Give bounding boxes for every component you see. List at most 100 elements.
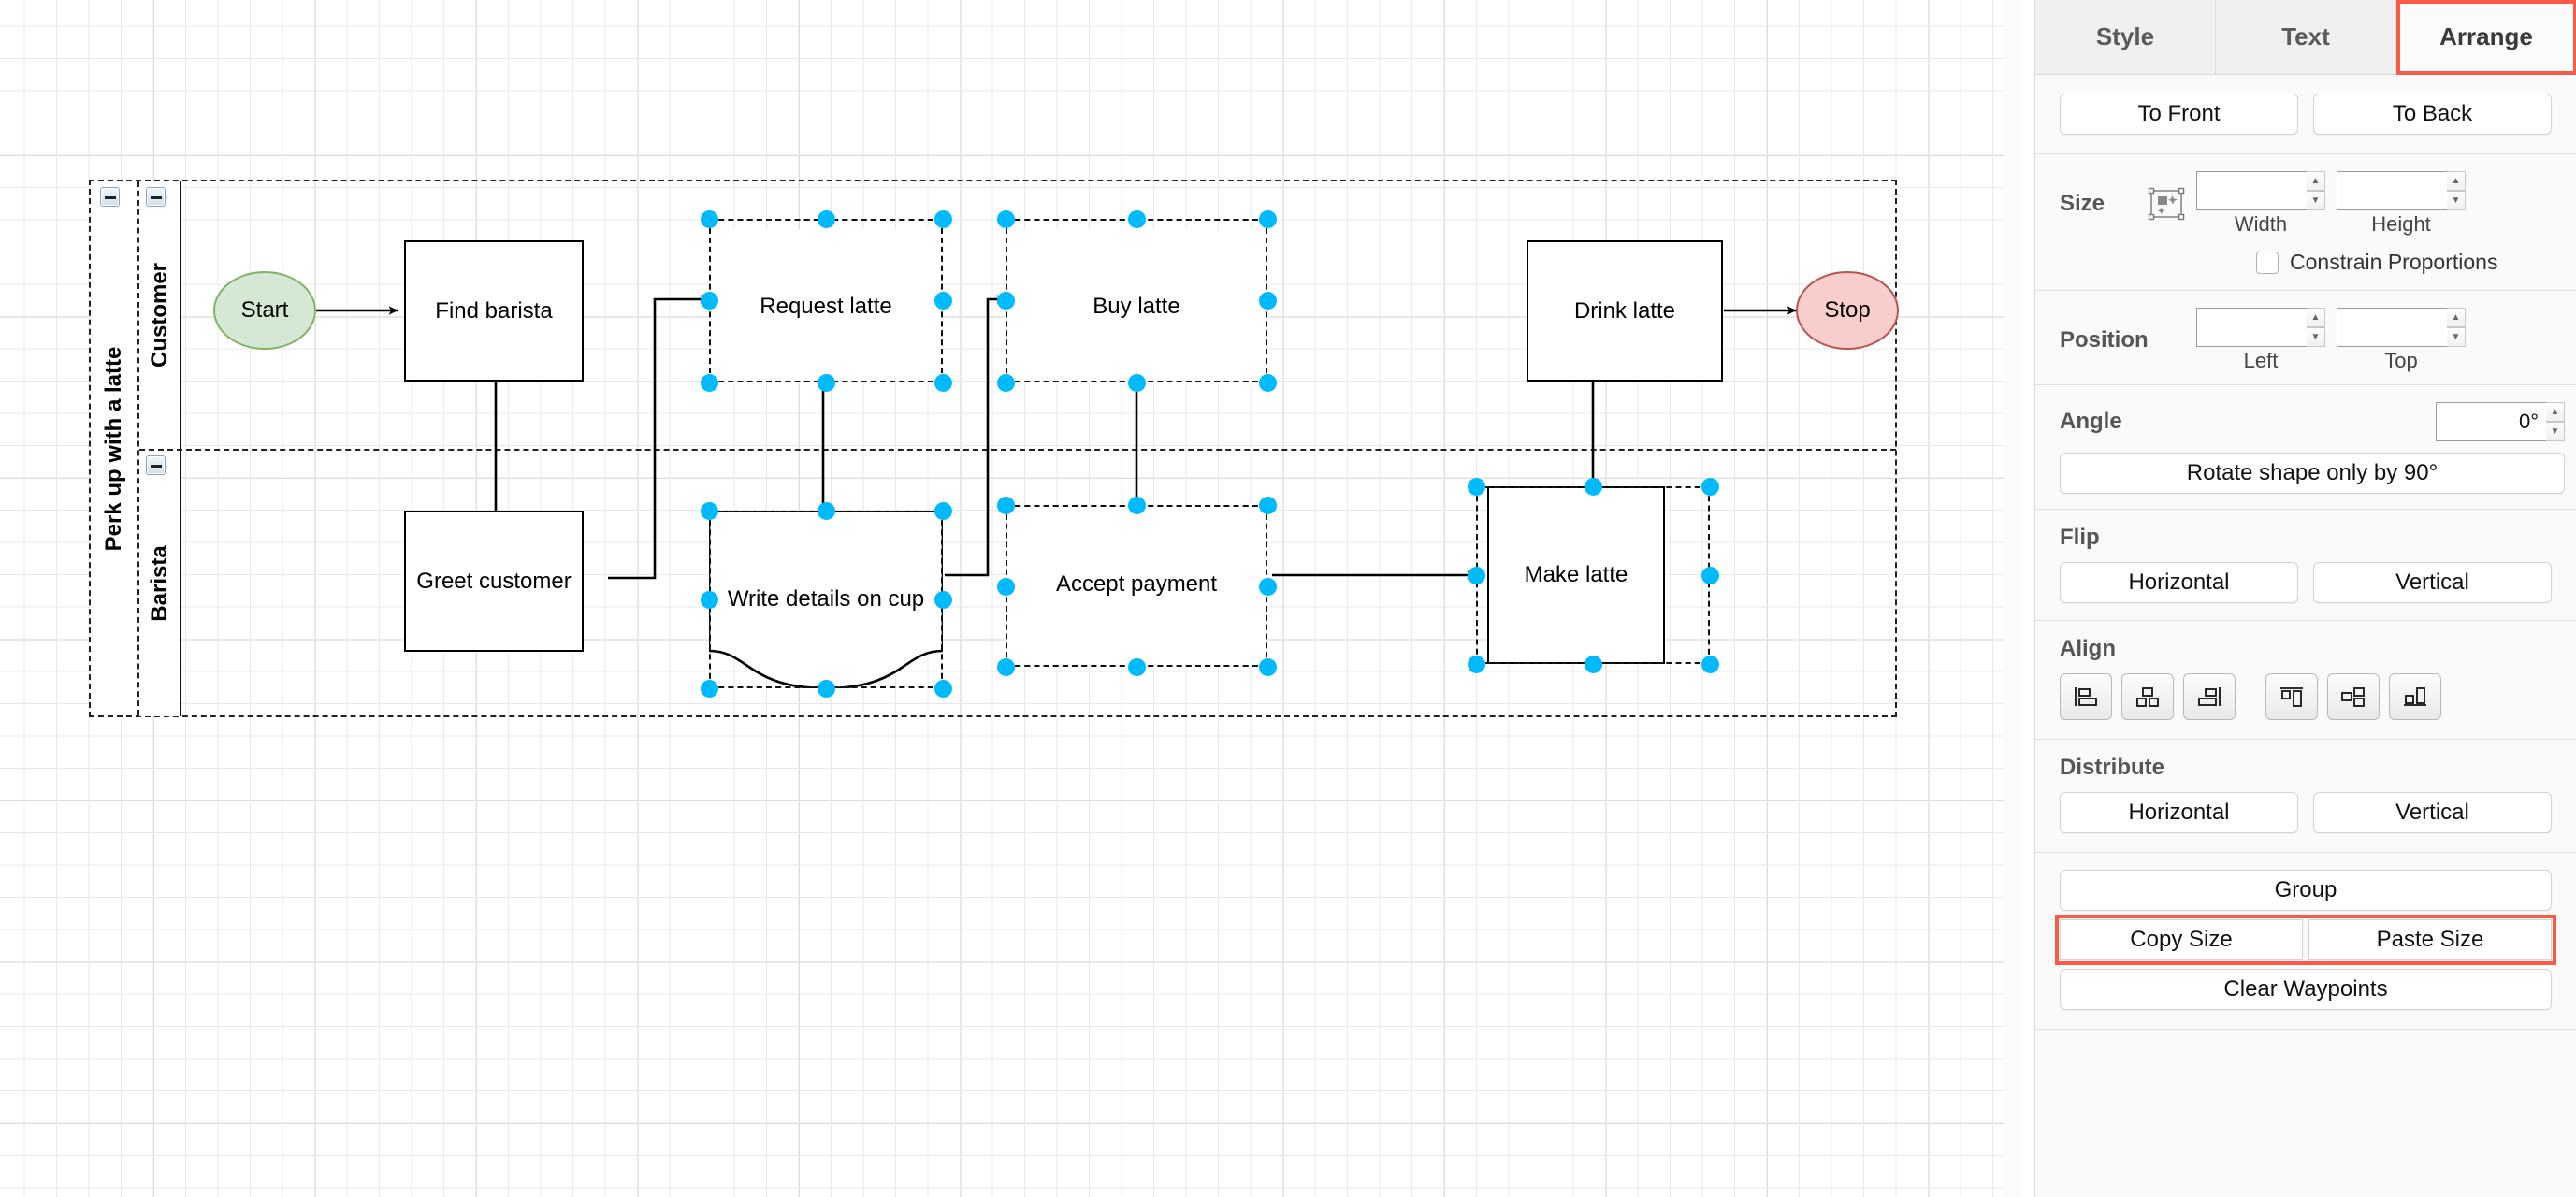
resize-handle-n[interactable] <box>817 209 835 228</box>
resize-handle-n[interactable] <box>1127 496 1146 514</box>
align-bottom-icon[interactable] <box>2389 673 2441 720</box>
left-increment-icon[interactable]: ▲ <box>2307 308 2325 327</box>
resize-handle-ne[interactable] <box>1258 496 1277 514</box>
node-start[interactable]: Start <box>213 271 316 350</box>
node-stop[interactable]: Stop <box>1796 271 1899 350</box>
left-stepper[interactable]: ▲ ▼ <box>2196 308 2325 347</box>
resize-handle-nw[interactable] <box>700 501 718 520</box>
resize-handle-w[interactable] <box>996 291 1015 310</box>
swimlane-barista[interactable]: Barista <box>139 451 1896 716</box>
constrain-proportions-checkbox[interactable] <box>2256 251 2279 274</box>
flip-vertical-button[interactable]: Vertical <box>2313 562 2552 603</box>
to-back-button[interactable]: To Back <box>2313 94 2552 135</box>
node-drink-latte[interactable]: Drink latte <box>1527 240 1723 382</box>
angle-decrement-icon[interactable]: ▼ <box>2546 422 2565 441</box>
canvas-vertical-scrollbar[interactable] <box>2004 0 2020 1197</box>
diagram-canvas[interactable]: Perk up with a latte Customer Barista <box>0 0 2020 1197</box>
tab-text[interactable]: Text <box>2216 0 2396 74</box>
copy-size-button[interactable]: Copy Size <box>2060 919 2303 960</box>
resize-handle-se[interactable] <box>933 373 952 392</box>
resize-handle-e[interactable] <box>1258 577 1277 596</box>
resize-handle-s[interactable] <box>1127 657 1146 676</box>
swimlane-customer[interactable]: Customer <box>139 181 1896 451</box>
resize-handle-sw[interactable] <box>996 657 1015 676</box>
top-decrement-icon[interactable]: ▼ <box>2447 327 2466 347</box>
resize-handle-nw[interactable] <box>996 209 1015 228</box>
resize-handle-e[interactable] <box>1258 291 1277 310</box>
resize-handle-ne[interactable] <box>1700 477 1719 496</box>
width-increment-icon[interactable]: ▲ <box>2307 171 2325 191</box>
resize-handle-n[interactable] <box>1584 477 1602 496</box>
resize-handle-se[interactable] <box>1258 657 1277 676</box>
resize-handle-s[interactable] <box>1127 373 1146 392</box>
align-right-icon[interactable] <box>2183 673 2236 720</box>
clear-waypoints-button[interactable]: Clear Waypoints <box>2060 969 2552 1010</box>
swimlane-customer-header[interactable]: Customer <box>139 181 181 449</box>
resize-handle-sw[interactable] <box>700 679 718 698</box>
resize-handle-sw[interactable] <box>996 373 1015 392</box>
resize-handle-sw[interactable] <box>1467 655 1485 673</box>
node-greet-customer[interactable]: Greet customer <box>404 511 584 652</box>
swimlane-barista-collapse-icon[interactable] <box>146 455 166 475</box>
width-decrement-icon[interactable]: ▼ <box>2307 191 2325 210</box>
auto-size-icon[interactable] <box>2148 187 2185 221</box>
resize-handle-s[interactable] <box>817 373 835 392</box>
left-decrement-icon[interactable]: ▼ <box>2307 327 2325 347</box>
resize-handle-nw[interactable] <box>1467 477 1485 496</box>
align-top-icon[interactable] <box>2265 673 2318 720</box>
tab-style[interactable]: Style <box>2035 0 2216 74</box>
height-increment-icon[interactable]: ▲ <box>2447 171 2466 191</box>
left-input[interactable] <box>2196 308 2307 347</box>
resize-handle-w[interactable] <box>700 291 718 310</box>
resize-handle-ne[interactable] <box>1258 209 1277 228</box>
resize-handle-n[interactable] <box>817 501 835 520</box>
distribute-horizontal-button[interactable]: Horizontal <box>2060 792 2298 833</box>
resize-handle-w[interactable] <box>1467 566 1485 584</box>
node-write-details-on-cup[interactable]: Write details on cup <box>709 511 943 688</box>
width-input[interactable] <box>2196 171 2307 210</box>
flip-horizontal-button[interactable]: Horizontal <box>2060 562 2298 603</box>
swimlane-pool[interactable]: Perk up with a latte Customer Barista <box>89 180 1897 717</box>
resize-handle-se[interactable] <box>933 679 952 698</box>
resize-handle-ne[interactable] <box>933 209 952 228</box>
pool-collapse-icon[interactable] <box>100 187 120 207</box>
resize-handle-ne[interactable] <box>933 501 952 520</box>
rotate-shape-90-button[interactable]: Rotate shape only by 90° <box>2060 453 2565 494</box>
resize-handle-s[interactable] <box>1584 655 1602 673</box>
node-make-latte[interactable]: Make latte <box>1487 486 1665 664</box>
node-accept-payment[interactable]: Accept payment <box>1006 505 1267 664</box>
resize-handle-n[interactable] <box>1127 209 1146 228</box>
top-stepper[interactable]: ▲ ▼ <box>2337 308 2466 347</box>
resize-handle-se[interactable] <box>1258 373 1277 392</box>
align-center-icon[interactable] <box>2121 673 2174 720</box>
node-request-latte[interactable]: Request latte <box>709 229 943 383</box>
align-left-icon[interactable] <box>2060 673 2112 720</box>
top-input[interactable] <box>2337 308 2447 347</box>
pool-title[interactable]: Perk up with a latte <box>91 181 139 715</box>
swimlane-barista-header[interactable]: Barista <box>139 451 181 716</box>
group-button[interactable]: Group <box>2060 870 2552 911</box>
angle-input[interactable] <box>2436 402 2546 441</box>
resize-handle-e[interactable] <box>933 291 952 310</box>
resize-handle-nw[interactable] <box>700 209 718 228</box>
tab-arrange[interactable]: Arrange <box>2396 0 2576 75</box>
resize-handle-w[interactable] <box>996 577 1015 596</box>
angle-stepper[interactable]: ▲ ▼ <box>2436 402 2565 441</box>
resize-handle-w[interactable] <box>700 590 718 609</box>
align-middle-icon[interactable] <box>2327 673 2380 720</box>
resize-handle-s[interactable] <box>817 679 835 698</box>
node-buy-latte[interactable]: Buy latte <box>1006 229 1267 383</box>
distribute-vertical-button[interactable]: Vertical <box>2313 792 2552 833</box>
width-stepper[interactable]: ▲ ▼ <box>2196 171 2325 210</box>
resize-handle-sw[interactable] <box>700 373 718 392</box>
swimlane-customer-collapse-icon[interactable] <box>146 187 166 207</box>
to-front-button[interactable]: To Front <box>2060 94 2298 135</box>
node-find-barista[interactable]: Find barista <box>404 240 584 382</box>
resize-handle-e[interactable] <box>933 590 952 609</box>
height-stepper[interactable]: ▲ ▼ <box>2337 171 2466 210</box>
resize-handle-e[interactable] <box>1700 566 1719 584</box>
angle-increment-icon[interactable]: ▲ <box>2546 402 2565 422</box>
paste-size-button[interactable]: Paste Size <box>2308 919 2552 960</box>
top-increment-icon[interactable]: ▲ <box>2447 308 2466 327</box>
height-input[interactable] <box>2337 171 2447 210</box>
